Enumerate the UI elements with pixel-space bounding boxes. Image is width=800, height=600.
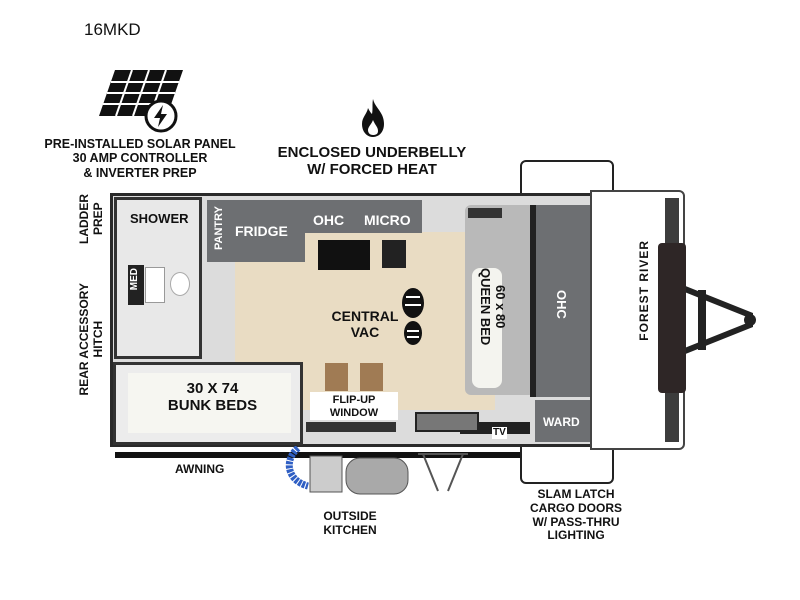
ladder-line-1: LADDER: [77, 194, 91, 244]
entry-step: [415, 412, 479, 432]
brand-label: FOREST RIVER: [637, 240, 651, 341]
solar-line-2: 30 AMP CONTROLLER: [72, 151, 208, 166]
ohc-front-label: OHC: [553, 290, 569, 319]
medicine-cabinet: [128, 265, 144, 305]
solar-panel-icon: [99, 69, 183, 133]
cargo-doors-callout: SLAM LATCH CARGO DOORS W/ PASS-THRU LIGH…: [516, 487, 636, 543]
flame-icon: [362, 99, 384, 137]
propane-cover: [658, 243, 686, 393]
awning-bar: [115, 452, 520, 458]
model-title: 16MKD: [84, 20, 141, 39]
outside-kitchen-graphic: [285, 446, 468, 495]
solar-line-3: & INVERTER PREP: [83, 165, 197, 180]
queen-mattress: [472, 268, 502, 388]
micro-label: MICRO: [364, 212, 411, 228]
cargo-line-1: SLAM LATCH: [537, 487, 615, 501]
outside-kitchen-line-1: OUTSIDE: [323, 509, 377, 523]
central-vac-line-2: VAC: [350, 324, 380, 341]
hitch-line-1: REAR ACCESSORY: [77, 283, 91, 396]
central-vac-label: CENTRAL VAC: [330, 308, 400, 340]
underbelly-line-1: ENCLOSED UNDERBELLY: [277, 144, 467, 161]
cargo-line-3: W/ PASS-THRU: [532, 514, 620, 529]
flip-up-window: [310, 392, 398, 420]
cargo-line-2: CARGO DOORS: [529, 500, 622, 515]
ohc-micro-block: [298, 200, 422, 233]
footprint-icon: [402, 288, 424, 345]
window-counter: [306, 422, 396, 432]
hitch-line-2: HITCH: [90, 320, 105, 358]
solar-callout: PRE-INSTALLED SOLAR PANEL 30 AMP CONTROL…: [40, 137, 240, 180]
awning-label: AWNING: [175, 462, 225, 476]
toilet: [170, 272, 190, 296]
cooktop: [382, 240, 406, 268]
hitch-callout: REAR ACCESSORY HITCH: [77, 283, 106, 396]
flip-window-line-1: FLIP-UP: [332, 394, 376, 406]
flip-window-line-2: WINDOW: [329, 406, 379, 419]
shower-label: SHOWER: [130, 211, 189, 226]
ward-label: WARD: [543, 415, 580, 429]
cargo-line-4: LIGHTING: [547, 528, 605, 543]
bunk-mattress: [128, 373, 291, 433]
skylight: [468, 208, 502, 218]
underbelly-line-2: W/ FORCED HEAT: [307, 161, 437, 179]
tv-label: TV: [492, 427, 507, 439]
solar-line-1: PRE-INSTALLED SOLAR PANEL: [44, 137, 236, 151]
fridge-label: FRIDGE: [235, 223, 288, 239]
ladder-line-2: PREP: [90, 202, 105, 236]
underbelly-callout: ENCLOSED UNDERBELLY W/ FORCED HEAT: [252, 144, 492, 179]
queen-size: 60 x 80: [492, 284, 508, 329]
outside-kitchen-line-2: KITCHEN: [323, 522, 377, 537]
ohc-front-block: [530, 205, 590, 397]
central-vac-line-1: CENTRAL: [331, 308, 399, 324]
seat-left: [325, 363, 348, 391]
seat-right: [360, 363, 383, 391]
pantry-label: PANTRY: [213, 206, 225, 250]
sink: [318, 240, 370, 270]
ladder-prep-callout: LADDER PREP: [77, 194, 106, 244]
bunk-size: 30 X 74: [186, 380, 239, 397]
fridge-block: [207, 200, 305, 262]
mirror: [145, 267, 165, 303]
med-label: MED: [129, 268, 140, 291]
bunk-label: 30 X 74 BUNK BEDS: [150, 380, 275, 415]
queen-name: QUEEN BED: [477, 268, 493, 346]
bunk-name: BUNK BEDS: [167, 397, 258, 415]
outside-kitchen-label: OUTSIDE KITCHEN: [312, 509, 388, 538]
ohc-kitchen-label: OHC: [313, 212, 345, 228]
queen-bed-label: 60 x 80 QUEEN BED: [477, 268, 508, 346]
flip-window-label: FLIP-UP WINDOW: [310, 394, 398, 419]
wardrobe: [535, 400, 590, 442]
